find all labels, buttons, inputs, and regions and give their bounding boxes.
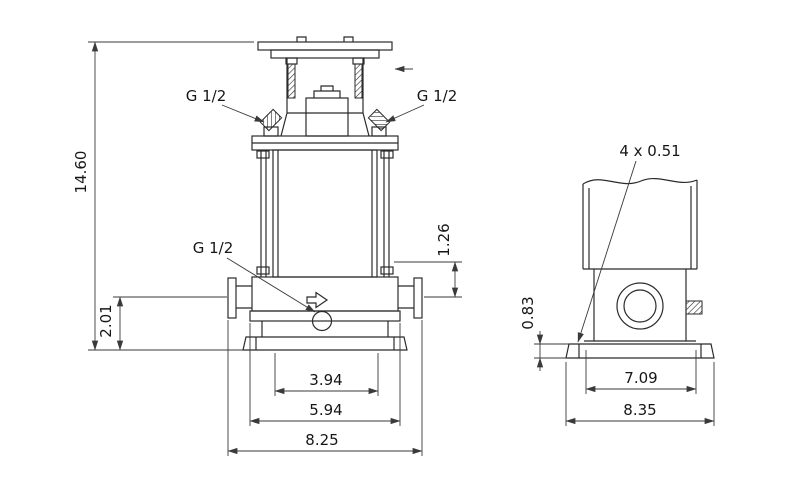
staybolt-nut-tr xyxy=(380,150,394,159)
dim-width-mid xyxy=(249,323,401,426)
pump-base-body xyxy=(251,276,399,312)
motor-body xyxy=(280,58,370,137)
head-plug-right xyxy=(367,108,391,132)
side-view-pump xyxy=(565,177,715,359)
foot-flange xyxy=(249,310,401,322)
port-flange-right xyxy=(413,277,423,319)
base-holes-leader xyxy=(577,160,637,343)
motor-lifting-lugs xyxy=(296,36,354,42)
dim-width-overall-label: 8.25 xyxy=(305,431,338,449)
dim-base-width-label: 8.35 xyxy=(623,401,656,419)
front-view-pump xyxy=(227,36,423,351)
port-pipe-left xyxy=(236,285,252,309)
port-flange-left xyxy=(227,277,237,319)
dim-body-width xyxy=(585,350,697,394)
foot-plate xyxy=(242,336,408,351)
dim-total-height xyxy=(88,41,254,351)
motor-tie-bolt-right xyxy=(354,63,363,99)
terminal-box-cap xyxy=(313,85,341,98)
g-half-top-left-label: G 1/2 xyxy=(186,87,227,105)
dim-width-inner xyxy=(274,353,379,396)
dim-discharge-offset-label: 1.26 xyxy=(435,223,453,256)
foot-plate-holes xyxy=(255,337,395,350)
side-port-outer xyxy=(616,282,664,330)
staybolt-nut-br xyxy=(380,266,394,275)
base-holes-label: 4 x 0.51 xyxy=(619,142,680,160)
dim-discharge-offset xyxy=(394,261,462,298)
g-half-top-right-label: G 1/2 xyxy=(417,87,458,105)
dim-port-height-label: 2.01 xyxy=(97,304,115,337)
side-foot-holes xyxy=(578,344,702,358)
motor-bolt-nut-left xyxy=(285,57,298,65)
side-port-inner xyxy=(623,289,657,323)
dim-width-overall xyxy=(227,320,423,456)
staybolts xyxy=(260,150,390,277)
motor-tie-bolt-left xyxy=(287,63,296,99)
dim-width-inner-label: 3.94 xyxy=(309,371,342,389)
foot-neck xyxy=(261,321,389,337)
port-pipe-right xyxy=(398,285,414,309)
terminal-box xyxy=(305,97,349,137)
sleeve-break-line xyxy=(582,177,698,185)
g-half-drain-leader xyxy=(226,257,316,313)
dim-base-width xyxy=(565,362,715,426)
pump-sleeve xyxy=(272,149,378,278)
pump-sleeve-inner xyxy=(277,150,373,277)
g-half-top-right-leader xyxy=(385,104,425,123)
dim-port-height xyxy=(113,296,227,351)
flow-arrow xyxy=(306,291,329,309)
g-half-top-left-leader xyxy=(221,104,265,123)
side-plug xyxy=(685,300,703,315)
dim-width-mid-label: 5.94 xyxy=(309,401,342,419)
dim-foot-height xyxy=(534,331,570,371)
motor-top-plate xyxy=(257,41,393,51)
dim-body-width-label: 7.09 xyxy=(624,369,657,387)
motor-bolt-nut-right xyxy=(352,57,365,65)
dim-foot-height-label: 0.83 xyxy=(519,296,537,329)
staybolt-nut-tl xyxy=(256,150,270,159)
sleeve-walls xyxy=(582,180,698,269)
g-half-drain-label: G 1/2 xyxy=(193,239,234,257)
chamber-walls xyxy=(593,269,687,341)
staybolt-nut-bl xyxy=(256,266,270,275)
motor-fan-band xyxy=(270,49,380,59)
side-foot-plate xyxy=(565,343,715,359)
head-plug-left xyxy=(259,108,283,132)
dim-total-height-label: 14.60 xyxy=(72,151,90,194)
